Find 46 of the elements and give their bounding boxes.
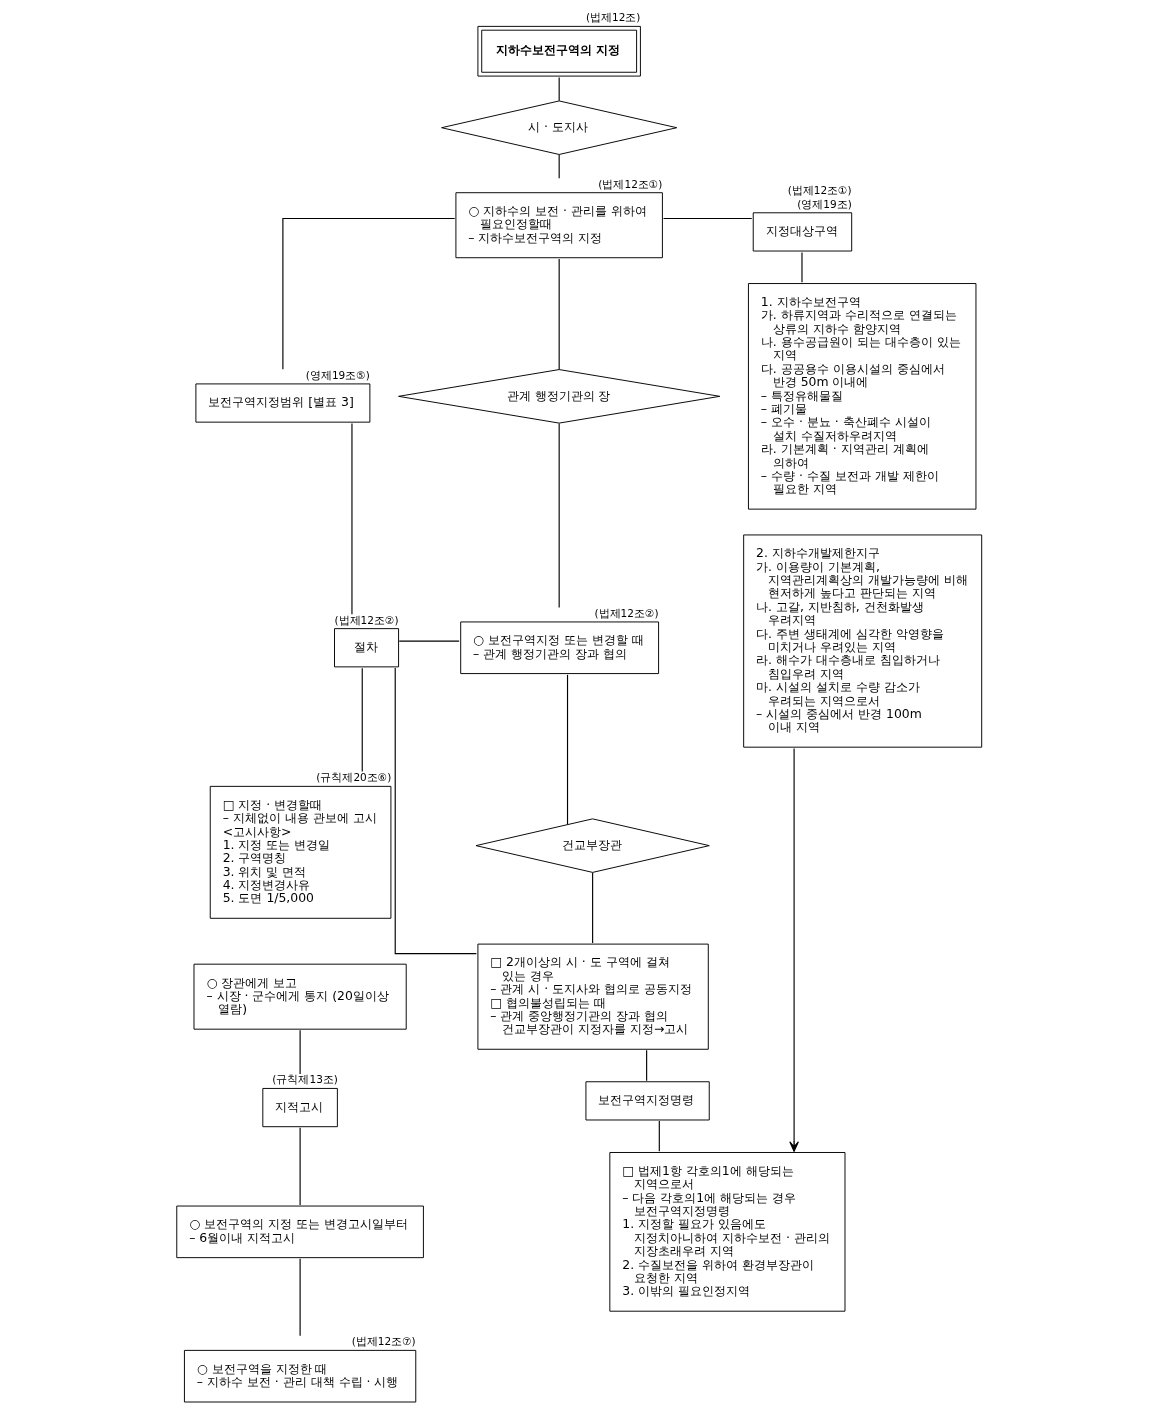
node-label: (법제12조②) [334,613,399,626]
node-box: 지적고시 [262,1087,338,1128]
node-label: (법제12조①) [598,177,663,190]
node-box: □ 2개이상의 시 · 도 구역에 걸쳐 있는 경우 – 관계 시 · 도지사와 협의로 공동지정 □ 협의불성립되는 때 – 관계 중앙행정기관의 장과 협의 건교부장관이 지정자를 지정→고시 [477,943,709,1050]
node-label: (규칙제13조) [272,1073,338,1086]
node-box: ○ 장관에게 보고 – 시장 · 군수에게 통지 (20일이상 열람) [193,963,407,1030]
node-box: ○ 보전구역의 지정 또는 변경고시일부터 – 6월이내 지적고시 [176,1205,424,1259]
connector [361,667,363,773]
node-box: ○ 지하수의 보전 · 관리를 위하여 필요인정할때 – 지하수보전구역의 지정 [455,192,663,259]
node-label: (영제19조⑤) [305,368,370,381]
node-box: ○ 보전구역지정 또는 변경할 때 – 관계 행정기관의 장과 협의 [460,621,660,675]
connector [299,1127,301,1206]
connector [662,217,753,220]
node-label: (법제12조⑦) [351,1335,416,1348]
node-label: (규칙제20조⑥) [316,771,392,784]
connector [558,154,560,179]
node-box: 보전구역지정명령 [585,1081,710,1121]
node-label: (법제12조) [585,11,641,24]
arrow [789,747,799,1152]
node-label: (영제19조) [797,197,852,210]
node-box: ○ 보전구역을 지정한 때 – 지하수 보전 · 관리 대책 수립 · 시행 [183,1349,417,1403]
node-box: 1. 지하수보전구역 가. 하류지역과 수리적으로 연결되는 상류의 지하수 함양지역 나. 용수공급원이 되는 대수층이 있는 지역 다. 공공용수 이용시설의 중심에서 반경 50m 이내에 – 특정유해물질 – 폐기물 – 오수 · 분뇨 · 축산폐수 시설이 설치 수질저하우려지역 라. 기본계획 · 지역관리 계획에 의하여 – 수량 · 수질 보전과 개발 제한이 필요한 지역 [747,283,977,510]
node-box: 2. 지하수개발제한지구 가. 이용량이 기본계획, 지역관리계획상의 개발가능량에 비해 현저하게 높다고 판단되는 지역 나. 고갈, 지반침하, 건천화발생 우려지역 다. 주변 생태계에 심각한 악영향을 미치거나 우려있는 지역 라. 해수가 대수층내로 침입하거나 침입우려 지역 마. 시설의 설치로 수량 감소가 우려되는 지역으로서 – 시설의 중심에서 반경 100m 이내 지역 [743,534,983,748]
connector [558,422,560,609]
connector [658,1120,660,1152]
connector [299,1258,301,1337]
connector [592,872,594,944]
connector [801,251,803,283]
connector [558,258,560,370]
connector [282,217,456,370]
connector [299,1029,301,1075]
connector [566,674,569,825]
node-diamond: 관계 행정기관의 장 [398,369,721,424]
node-box: 보전구역지정범위 [별표 3] [195,383,371,423]
node-diamond: 시 · 도지사 [441,100,678,155]
connector [558,76,560,102]
node-diamond: 건교부장관 [475,818,710,873]
connector [394,667,477,955]
node-box: □ 법제1항 각호의1에 해당되는 지역으로서 – 다음 각호의1에 해당되는 경우 보전구역지정명령 1. 지정할 필요가 있음에도 지정치아니하여 지하수보전 · 관리의 지장초래우려 지역 2. 수질보전을 위하여 환경부장관이 요청한 지역 3. 이밖의 필요인정지역 [609,1152,846,1312]
node-label: (법제12조②) [594,606,659,619]
node-box: 지정대상구역 [752,212,853,252]
node-label: (법제12조①) [787,184,852,197]
connector [398,640,460,642]
node-box: □ 지정 · 변경할때 – 지체없이 내용 관보에 고시 <고시사항> 1. 지정 또는 변경일 2. 구역명칭 3. 위치 및 면적 4. 지정변경사유 5. 도면 1/5,000 [209,785,392,919]
node-box: 절차 [334,628,400,668]
connector [646,1049,648,1082]
